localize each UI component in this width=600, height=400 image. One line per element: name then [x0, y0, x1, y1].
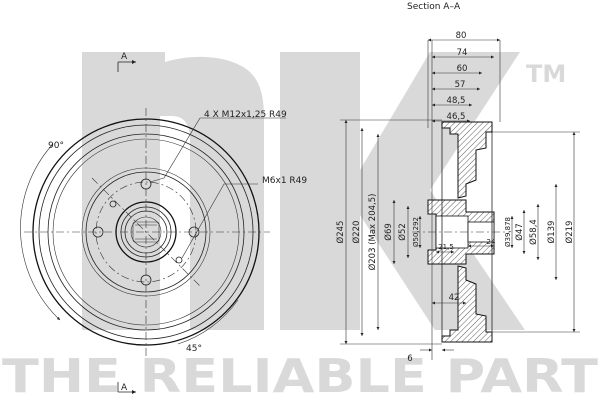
dim-57: 57: [455, 80, 466, 90]
section-mark-bottom: A: [121, 383, 128, 393]
dim-21-5: 21,5: [438, 243, 454, 251]
screw-holes-callout: M6x1 R49: [262, 176, 307, 186]
section-title: Section A–A: [407, 2, 461, 12]
drum-section-view: [412, 121, 510, 343]
dim-d203: Ø203 (Max 204,5): [367, 194, 378, 271]
dim-24: 24: [487, 238, 496, 246]
dim-74: 74: [457, 48, 468, 58]
dim-d39-878: Ø39,878: [504, 217, 512, 247]
dim-42: 42: [449, 293, 460, 303]
dim-48-5: 48,5: [447, 96, 466, 106]
vertical-dimensions: [340, 119, 580, 345]
dim-d58-4: Ø58,4: [528, 219, 539, 245]
angle-label-bottom: 45°: [186, 344, 202, 354]
horizontal-dimensions: [420, 38, 501, 360]
dim-60: 60: [457, 64, 468, 74]
dim-d245: Ø245: [335, 221, 346, 244]
trademark-watermark: TM: [526, 60, 566, 88]
dim-d219: Ø219: [564, 221, 575, 244]
dim-d220: Ø220: [351, 221, 362, 244]
section-mark-top: A: [121, 52, 128, 62]
dim-6: 6: [407, 354, 412, 364]
dim-d52: Ø52: [397, 223, 408, 241]
dim-d47: Ø47: [514, 223, 525, 241]
wheel-holes-callout: 4 X M12x1,25 R49: [204, 110, 287, 120]
slogan-watermark: THE RELIABLE PART: [2, 349, 599, 400]
dim-d69: Ø69: [383, 223, 394, 241]
drum-front-view: [20, 60, 286, 394]
dim-d139: Ø139: [546, 221, 557, 244]
dim-80: 80: [456, 31, 467, 41]
dim-d50-292: Ø50,292: [412, 217, 420, 247]
angle-label-top: 90°: [48, 141, 64, 151]
dim-46-5: 46,5: [447, 112, 466, 122]
